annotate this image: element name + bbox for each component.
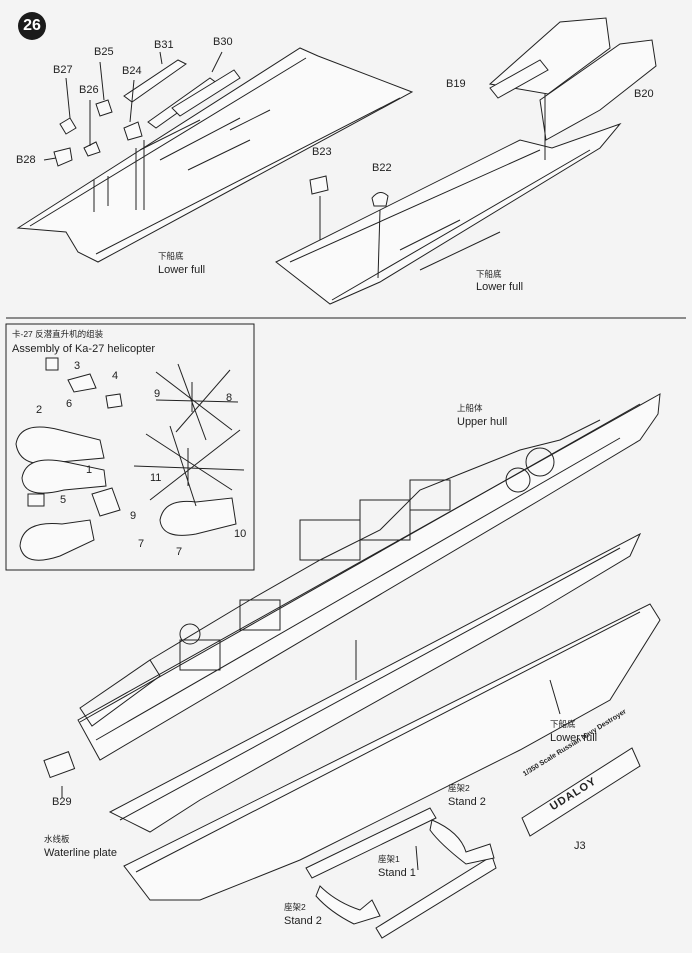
heli-part-11: 11 (150, 472, 162, 484)
nameplate-j3 (521, 747, 641, 837)
stand2-label-en: Stand 2 (448, 796, 486, 808)
part-label-b19: B19 (446, 78, 466, 90)
hull-label-en-1: Lower full (158, 264, 206, 276)
part-label-b29: B29 (52, 796, 72, 808)
hull-label-cn-1: 下船底 (158, 251, 184, 261)
lower-hull (108, 532, 642, 833)
stand-parts (305, 807, 497, 939)
helicopter-inset-border (5, 323, 255, 571)
heli-part-7b: 7 (176, 546, 183, 558)
stand2-label-cn: 座架2 (448, 783, 470, 793)
heli-part-8: 8 (226, 392, 233, 404)
part-label-b25: B25 (94, 46, 114, 58)
hull-label-en-2: Lower full (476, 281, 524, 293)
part-b23 (309, 175, 329, 195)
part-b29 (43, 751, 76, 779)
stand2b-label-en: Stand 2 (284, 915, 322, 927)
heli-part-3: 3 (74, 360, 81, 372)
part-b22 (371, 192, 389, 207)
helicopter-parts (15, 357, 237, 561)
parts-b19-b20 (488, 17, 657, 141)
lower-hull-label-en: Lower full (550, 732, 598, 744)
upper-hull (77, 393, 661, 761)
waterline-label-en: Waterline plate (44, 847, 117, 859)
heli-part-7a: 7 (138, 538, 145, 550)
leader-lines-top-left (43, 51, 223, 212)
hull-label-cn-2: 下船底 (476, 269, 502, 279)
small-parts-b24-b31 (53, 59, 241, 167)
heli-part-9a: 9 (154, 388, 161, 400)
waterline-plate (123, 603, 661, 901)
rotor-blades (133, 363, 245, 507)
part-label-b23: B23 (312, 146, 332, 158)
heli-part-4: 4 (112, 370, 119, 382)
upper-hull-label-en: Upper hull (457, 416, 508, 428)
part-label-b20: B20 (634, 88, 654, 100)
part-label-b30: B30 (213, 36, 233, 48)
part-label-b31: B31 (154, 39, 174, 51)
heli-part-1: 1 (86, 464, 93, 476)
lower-hull-label-cn: 下船底 (550, 719, 576, 729)
stand1-label-en: Stand 1 (378, 867, 416, 879)
part-label-j3: J3 (574, 840, 586, 852)
part-label-b27: B27 (53, 64, 73, 76)
heli-part-6: 6 (66, 398, 73, 410)
heli-part-10: 10 (234, 528, 247, 540)
part-label-b22: B22 (372, 162, 392, 174)
helicopter-title-cn: 卡-27 反潜直升机的组装 (12, 329, 104, 339)
stand1-label-cn: 座架1 (378, 854, 400, 864)
part-label-b24: B24 (122, 65, 142, 77)
heli-part-2: 2 (36, 404, 43, 416)
part-label-b26: B26 (79, 84, 99, 96)
upper-hull-label-cn: 上船体 (457, 403, 483, 413)
helicopter-title-en: Assembly of Ka-27 helicopter (12, 343, 156, 355)
waterline-label-cn: 水线板 (44, 834, 70, 844)
heli-part-9b: 9 (130, 510, 137, 522)
stand2b-label-cn: 座架2 (284, 902, 306, 912)
step-number-badge: 26 (18, 12, 46, 40)
top-right-lower-hull (275, 122, 622, 305)
heli-part-5: 5 (60, 494, 67, 506)
part-label-b28: B28 (16, 154, 36, 166)
top-left-lower-hull (16, 47, 414, 263)
